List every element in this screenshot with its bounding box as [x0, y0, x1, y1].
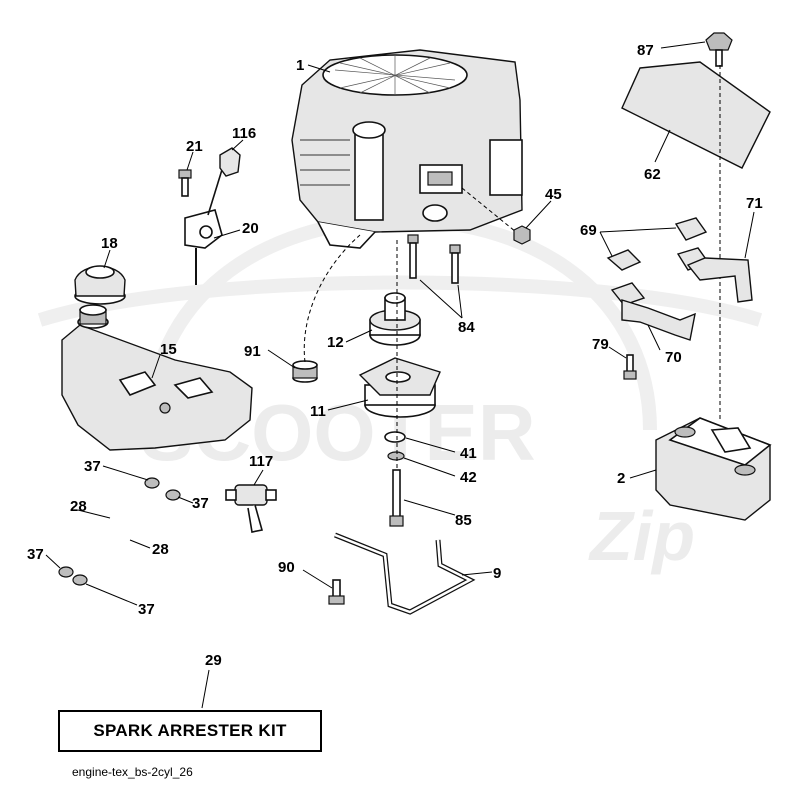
diagram-id-caption: engine-tex_bs-2cyl_26 [72, 765, 193, 779]
hose-clamp-part-37[interactable] [58, 477, 181, 586]
callout-37d: 37 [138, 601, 155, 618]
knob-part-116[interactable] [219, 147, 241, 177]
callout-117: 117 [249, 453, 273, 470]
callout-28a: 28 [70, 498, 87, 515]
leader-lines [45, 41, 755, 709]
callout-11: 11 [310, 403, 326, 420]
callout-20: 20 [242, 220, 259, 237]
exhaust-pipe-part-70[interactable] [621, 299, 696, 341]
callout-90: 90 [278, 559, 295, 576]
callout-1: 1 [296, 57, 304, 74]
bolt-part-84[interactable] [407, 234, 461, 284]
callout-2: 2 [617, 470, 625, 487]
callout-37a: 37 [84, 458, 101, 475]
fuel-cap-part-18[interactable] [74, 265, 126, 305]
bolt-part-79[interactable] [623, 354, 637, 380]
callout-79: 79 [592, 336, 609, 353]
nut-part-45[interactable] [513, 225, 531, 245]
pulley-part-12[interactable] [369, 292, 421, 346]
callout-9: 9 [493, 565, 501, 582]
spark-arrester-kit-box[interactable]: SPARK ARRESTER KIT [58, 710, 322, 752]
callout-116: 116 [232, 125, 256, 142]
callout-37b: 37 [192, 495, 209, 512]
hose-part-28[interactable] [69, 484, 173, 579]
bolt-part-85[interactable] [389, 469, 404, 527]
bracket-part-9[interactable] [334, 532, 476, 615]
callout-labels: 1 2 9 11 12 15 18 20 21 28 28 29 37 37 3… [27, 42, 763, 669]
callout-69: 69 [580, 222, 597, 239]
callout-85: 85 [455, 512, 472, 529]
fuel-valve-part-117[interactable] [225, 484, 277, 533]
callout-29: 29 [205, 652, 222, 669]
engine-part-1[interactable] [291, 49, 523, 249]
screw-part-21[interactable] [178, 169, 192, 197]
heat-shield-part-62[interactable] [621, 61, 771, 169]
muffler-part-2[interactable] [655, 417, 772, 521]
callout-37c: 37 [27, 546, 44, 563]
callout-12: 12 [327, 334, 344, 351]
callout-42: 42 [460, 469, 477, 486]
callout-70: 70 [665, 349, 682, 366]
exhaust-pipe-part-71[interactable] [686, 257, 753, 303]
washer-part-42[interactable] [387, 451, 405, 461]
knob-part-87[interactable] [705, 32, 733, 67]
callout-18: 18 [101, 235, 118, 252]
spark-arrester-kit-title: SPARK ARRESTER KIT [93, 721, 287, 740]
callout-84: 84 [458, 319, 475, 336]
callout-71: 71 [746, 195, 763, 212]
callout-28b: 28 [152, 541, 169, 558]
watermark-mark: Zip [588, 497, 695, 575]
fuel-tank-part-15[interactable] [61, 304, 253, 451]
callout-15: 15 [160, 341, 177, 358]
callout-41: 41 [460, 445, 477, 462]
callout-21: 21 [186, 138, 203, 155]
callout-45: 45 [545, 186, 562, 203]
callout-87: 87 [637, 42, 654, 59]
bolt-part-90[interactable] [328, 579, 345, 605]
callout-62: 62 [644, 166, 661, 183]
spacer-part-91[interactable] [292, 360, 318, 383]
clutch-part-11[interactable] [358, 357, 441, 418]
washer-part-41[interactable] [384, 431, 406, 443]
gasket-part-69[interactable] [606, 217, 710, 306]
callout-91: 91 [244, 343, 261, 360]
throttle-control-part-20[interactable] [184, 159, 226, 285]
